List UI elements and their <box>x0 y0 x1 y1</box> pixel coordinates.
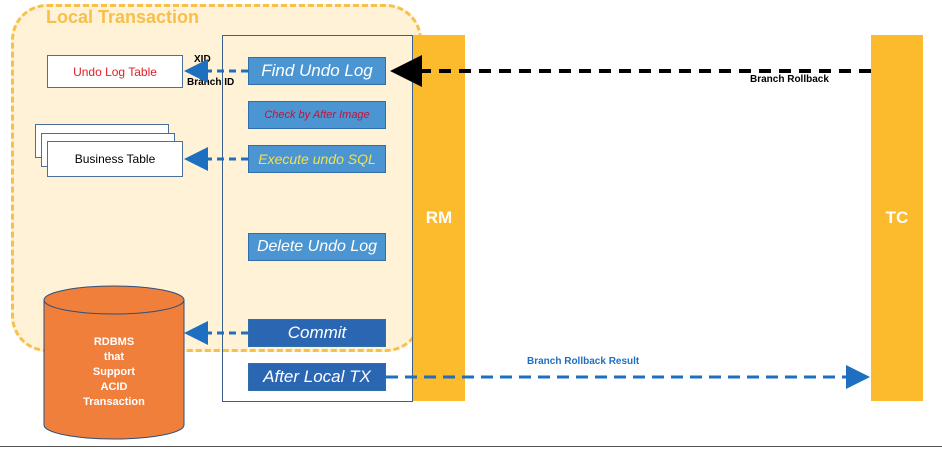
rm-lane: RM <box>413 35 465 401</box>
step-commit: Commit <box>248 319 386 347</box>
database-label-line-2: that <box>103 351 125 363</box>
step-check-by-after-image-label: Check by After Image <box>264 109 370 121</box>
branch-id-label: Branch ID <box>187 77 235 88</box>
branch-rollback-result-label: Branch Rollback Result <box>527 356 640 367</box>
step-execute-undo-sql-label: Execute undo SQL <box>258 151 376 167</box>
step-check-by-after-image: Check by After Image <box>248 101 386 129</box>
database-label-line-1: RDBMS <box>93 336 135 348</box>
step-delete-undo-log-label: Delete Undo Log <box>256 238 378 255</box>
bottom-divider <box>0 446 942 447</box>
database-label-line-5: Transaction <box>83 396 145 408</box>
step-find-undo-log: Find Undo Log <box>248 57 386 85</box>
branch-rollback-label: Branch Rollback <box>750 74 829 85</box>
step-execute-undo-sql: Execute undo SQL <box>248 145 386 173</box>
database-cylinder <box>43 285 185 440</box>
step-delete-undo-log: Delete Undo Log <box>248 233 386 261</box>
rm-steps-panel <box>222 35 413 402</box>
local-transaction-label: Local Transaction <box>46 7 200 27</box>
step-find-undo-log-label: Find Undo Log <box>261 61 373 80</box>
database-label: RDBMS that Support ACID Transaction <box>44 335 184 410</box>
database-label-line-3: Support <box>92 366 136 378</box>
step-commit-label: Commit <box>287 323 347 342</box>
tc-lane: TC <box>871 35 923 401</box>
business-table: Business Table <box>47 141 183 177</box>
step-after-local-tx-label: After Local TX <box>263 367 371 386</box>
database-label-line-4: ACID <box>100 381 128 393</box>
undo-log-table-label: Undo Log Table <box>73 64 157 79</box>
undo-log-table: Undo Log Table <box>47 55 183 88</box>
tc-lane-label: TC <box>885 208 909 227</box>
step-after-local-tx: After Local TX <box>248 363 386 391</box>
business-table-label: Business Table <box>74 152 156 166</box>
rm-lane-label: RM <box>425 208 453 227</box>
